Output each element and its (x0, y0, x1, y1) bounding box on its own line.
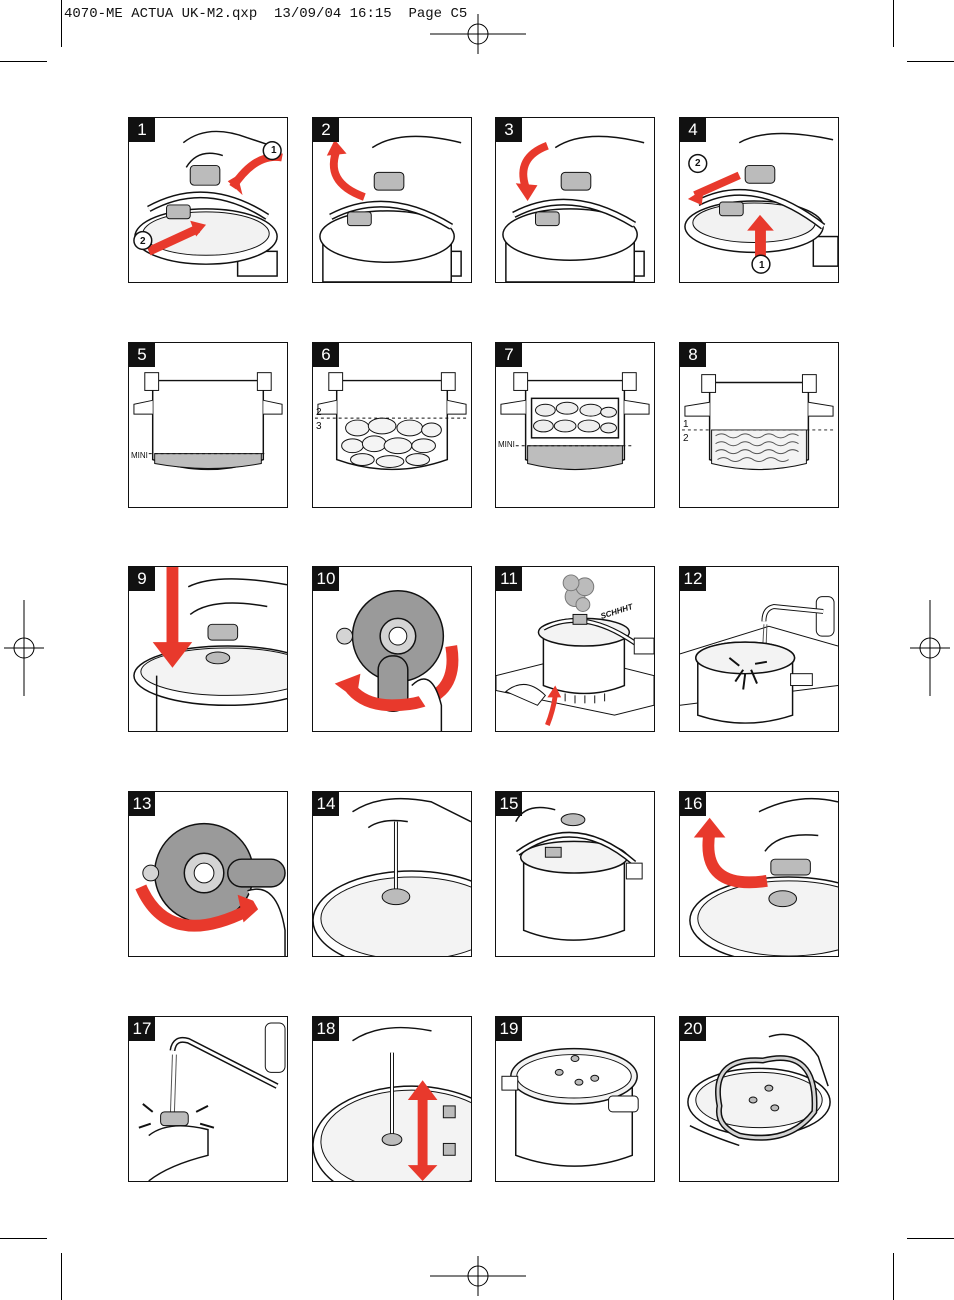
panel-number: 1 (129, 118, 155, 142)
registration-mark-right (910, 600, 950, 696)
panel-20-remove-gasket: 20 (679, 1016, 839, 1182)
panel-11-heat-steam: 11 SCHHHT (495, 566, 655, 732)
fraction-denominator: 3 (316, 421, 322, 432)
panel-7-steam-basket: 7 MINI (495, 342, 655, 508)
panel-4-lift-lid: 4 2 1 (679, 117, 839, 283)
panel-number: 8 (680, 343, 706, 367)
panel-number: 19 (496, 1017, 522, 1041)
panel-number: 6 (313, 343, 339, 367)
panel-19-storage-lid-inverted: 19 (495, 1016, 655, 1182)
fraction-numerator: 1 (683, 419, 689, 430)
release-setting-illustration (135, 822, 286, 956)
panel-number: 9 (129, 567, 155, 591)
refit-valve-illustration (689, 797, 838, 956)
panel-2-rotate-lid: 2 (312, 117, 472, 283)
crop-mark-top-right-v (893, 0, 894, 47)
panel-number: 10 (313, 567, 339, 591)
select-setting-illustration (334, 589, 459, 731)
panel-18-check-valve: 18 (312, 1016, 472, 1182)
panel-6-two-thirds-fill: 6 2 3 (312, 342, 472, 508)
crop-mark-top-right-h (907, 61, 954, 62)
panel-10-select-setting: 10 (312, 566, 472, 732)
heat-steam-illustration (496, 574, 654, 726)
print-slug: 4070-ME ACTUA UK-M2.qxp 13/09/04 16:15 P… (64, 6, 468, 22)
panel-9-close-lid: 9 (128, 566, 288, 732)
crop-mark-top-left-v (61, 0, 62, 47)
panel-number: 2 (313, 118, 339, 142)
step-marker-2: 2 (140, 236, 146, 247)
panel-12-cool-under-tap: 12 (679, 566, 839, 732)
check-valve-illustration (313, 1026, 471, 1181)
rinse-valve-illustration (138, 1022, 286, 1181)
lid-closed-illustration (515, 806, 643, 941)
lift-lid-illustration (684, 132, 838, 274)
panel-16-refit-valve: 16 (679, 791, 839, 957)
panel-number: 20 (680, 1017, 706, 1041)
panel-17-rinse-valve: 17 (128, 1016, 288, 1182)
registration-mark-left (4, 600, 44, 696)
registration-mark-bottom (430, 1256, 526, 1296)
crop-mark-bottom-right-v (893, 1253, 894, 1300)
panel-number: 14 (313, 792, 339, 816)
pot-steam-basket-illustration (500, 372, 650, 471)
panel-1-unlock-lid: 1 1 2 (128, 117, 288, 283)
fraction-denominator: 2 (683, 433, 689, 444)
remove-gasket-illustration (687, 1033, 831, 1147)
min-fill-label: MINI (131, 451, 148, 460)
panel-number: 17 (129, 1017, 155, 1041)
rotate-lid-illustration (319, 135, 462, 282)
pot-two-thirds-illustration (314, 372, 470, 471)
unlock-lid-illustration (133, 130, 283, 277)
crop-mark-bottom-right-h (907, 1238, 954, 1239)
remove-valve-illustration (313, 797, 471, 956)
panel-number: 4 (680, 118, 706, 142)
step-marker-2: 2 (695, 158, 701, 169)
pot-half-fill-illustration (681, 374, 837, 471)
panel-number: 13 (129, 792, 155, 816)
close-lid-illustration (133, 567, 287, 731)
min-fill-label: MINI (498, 440, 515, 449)
panel-number: 18 (313, 1017, 339, 1041)
panel-8-half-fill: 8 1 2 (679, 342, 839, 508)
rotate-lid-back-illustration (502, 135, 645, 282)
panel-number: 5 (129, 343, 155, 367)
panel-5-minimum-liquid: 5 MINI (128, 342, 288, 508)
panel-number: 3 (496, 118, 522, 142)
registration-mark-top (430, 14, 526, 54)
panel-number: 15 (496, 792, 522, 816)
pot-minimum-liquid-illustration (133, 372, 283, 471)
step-marker-1: 1 (271, 145, 277, 156)
panel-number: 7 (496, 343, 522, 367)
storage-lid-inverted-illustration (501, 1047, 639, 1167)
crop-mark-bottom-left-v (61, 1253, 62, 1300)
panel-15-lid-closed: 15 (495, 791, 655, 957)
panel-number: 11 (496, 567, 522, 591)
step-marker-1: 1 (759, 260, 765, 271)
panel-3-rotate-lid-back: 3 (495, 117, 655, 283)
cool-under-tap-illustration (680, 596, 838, 724)
fraction-numerator: 2 (316, 407, 322, 418)
panel-number: 12 (680, 567, 706, 591)
panel-13-release-setting: 13 (128, 791, 288, 957)
panel-number: 16 (680, 792, 706, 816)
crop-mark-bottom-left-h (0, 1238, 47, 1239)
crop-mark-top-left-h (0, 61, 47, 62)
panel-14-remove-valve: 14 (312, 791, 472, 957)
